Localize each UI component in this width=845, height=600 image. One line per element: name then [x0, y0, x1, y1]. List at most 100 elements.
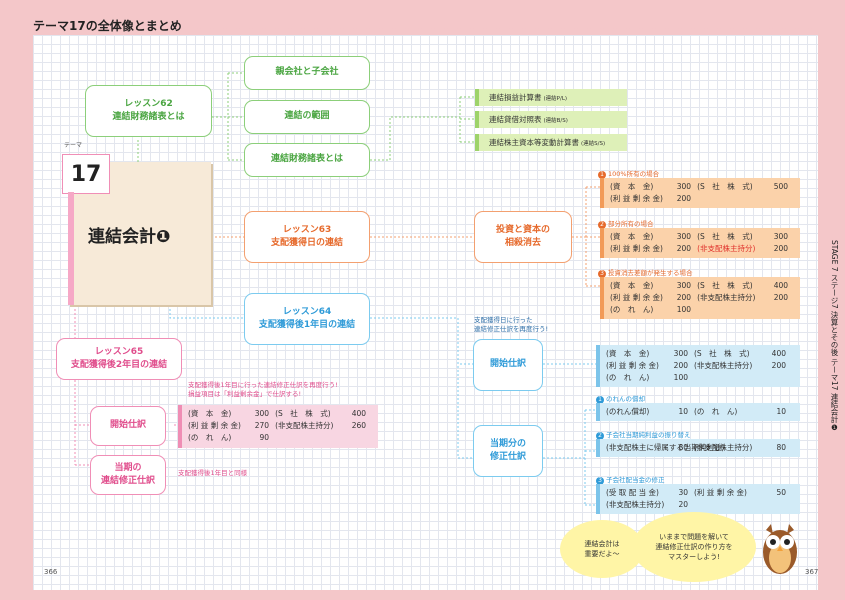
binder-hole — [444, 28, 448, 38]
entry-cell: 300 — [676, 232, 692, 241]
entry-cell: (利 益 剰 余 金) — [694, 488, 747, 497]
entry-row: (利 益 剰 余 金)200(非支配株主持分)200 — [610, 243, 794, 255]
entry-cell: (利 益 剰 余 金) — [610, 194, 663, 203]
binder-hole — [587, 28, 591, 38]
consolidation-scope-box[interactable]: 連結の範囲 — [244, 100, 370, 134]
entry-cell: (S 社 株 式) — [697, 232, 753, 241]
binder-hole — [600, 28, 604, 38]
entry-row: (利 益 剰 余 金)200(非支配株主持分)200 — [610, 292, 794, 304]
entry-cell: 50 — [776, 488, 786, 497]
binder-hole — [145, 28, 149, 38]
entry-cell: (非支配株主に帰属する当期純利益) — [606, 443, 725, 452]
entry-cell: 200 — [673, 361, 688, 370]
binder-hole — [509, 28, 513, 38]
binder-hole — [80, 28, 84, 38]
statement-bs: 連結貸借対照表(連結B/S) — [475, 111, 627, 128]
entry-cell: 100 — [676, 305, 692, 314]
entry-row: (の れ ん)90 — [188, 432, 372, 444]
entry-row: (資 本 金)300(S 社 株 式)400 — [606, 348, 794, 360]
entry-cell: (資 本 金) — [188, 409, 232, 418]
binder-hole — [548, 28, 552, 38]
blue-opening-entry-box[interactable]: 開始仕訳 — [473, 339, 543, 391]
entry-cell: (利 益 剰 余 金) — [610, 293, 663, 302]
blue-step-table: (のれん償却)10(の れ ん)10 — [596, 403, 800, 421]
entry-cell: 10 — [678, 407, 688, 416]
entry-cell: (の れ ん) — [610, 305, 654, 314]
entry-cell: (S 社 株 式) — [697, 281, 753, 290]
entry-row: (のれん償却)10(の れ ん)10 — [606, 406, 794, 418]
step-number-icon: 1 — [596, 396, 604, 404]
binder-hole — [535, 28, 539, 38]
entry-cell: 30 — [678, 488, 688, 497]
binder-hole — [327, 28, 331, 38]
binder-hole — [795, 28, 799, 38]
lesson-62-box[interactable]: レッスン62 連結財務諸表とは — [85, 85, 212, 137]
consolidated-statements-box[interactable]: 連結財務諸表とは — [244, 143, 370, 177]
entry-row: (非支配株主に帰属する当期純利益)80(非支配株主持分)80 — [606, 442, 794, 454]
entry-cell: (利 益 剰 余 金) — [606, 361, 659, 370]
orange-entry-table: (資 本 金)300(S 社 株 式)500(利 益 剰 余 金) 200 — [600, 178, 800, 208]
binder-hole — [340, 28, 344, 38]
entry-cell — [766, 304, 794, 316]
entry-cell: 200 — [676, 194, 692, 203]
card-strip — [68, 192, 74, 305]
lesson-63-box[interactable]: レッスン63 支配獲得日の連結 — [244, 211, 370, 263]
entry-row: (の れ ん) 100 — [610, 304, 794, 316]
lesson-64-box[interactable]: レッスン64 支配獲得後1年目の連結 — [244, 293, 370, 345]
entry-cell: (S 社 株 式) — [694, 349, 750, 358]
binder-hole — [496, 28, 500, 38]
speech-bubble-right: いままで問題を解いて 連結修正仕訳の作り方を マスターしよう! — [632, 512, 756, 582]
entry-cell: (非支配株主持分) — [697, 244, 756, 253]
entry-cell: 270 — [254, 421, 270, 430]
entry-cell: 300 — [773, 232, 789, 241]
pink-entry-table: (資 本 金)300(S 社 株 式)400(利 益 剰 余 金)270(非支配… — [178, 405, 378, 448]
lesson-65-box[interactable]: レッスン65 支配獲得後2年目の連結 — [56, 338, 182, 380]
entry-cell: 200 — [676, 293, 692, 302]
binder-hole — [717, 28, 721, 38]
entry-cell — [694, 499, 764, 511]
binder-hole — [678, 28, 682, 38]
offset-elimination-box[interactable]: 投資と資本の 相殺消去 — [474, 211, 572, 263]
binder-hole — [262, 28, 266, 38]
entry-cell: 80 — [776, 443, 786, 452]
entry-row: (資 本 金)300(S 社 株 式)500 — [610, 181, 794, 193]
parent-subsidiary-box[interactable]: 親会社と子会社 — [244, 56, 370, 90]
binder-hole — [405, 28, 409, 38]
binder-hole — [236, 28, 240, 38]
binder-hole — [353, 28, 357, 38]
entry-row: (利 益 剰 余 金)270(非支配株主持分)260 — [188, 420, 372, 432]
entry-cell: (利 益 剰 余 金) — [188, 421, 241, 430]
pink-current-entry-box[interactable]: 当期の 連結修正仕訳 — [90, 455, 166, 495]
step-number-icon: 3 — [596, 477, 604, 485]
entry-row: (の れ ん)100 — [606, 372, 794, 384]
entry-cell: (受 取 配 当 金) — [606, 488, 659, 497]
binder-hole — [210, 28, 214, 38]
case-number-icon: 1 — [598, 171, 606, 179]
entry-cell: 300 — [676, 182, 692, 191]
binder-hole — [639, 28, 643, 38]
binder-hole — [626, 28, 630, 38]
binder-hole — [41, 28, 45, 38]
entry-cell: 10 — [776, 407, 786, 416]
binder-hole — [132, 28, 136, 38]
statement-ss: 連結株主資本等変動計算書(連結S/S) — [475, 134, 627, 151]
pink-opening-entry-box[interactable]: 開始仕訳 — [90, 406, 166, 446]
binder-holes — [33, 28, 818, 38]
blue-current-entry-box[interactable]: 当期分の 修正仕訳 — [473, 425, 543, 477]
entry-cell: 200 — [773, 244, 789, 253]
binder-hole — [197, 28, 201, 38]
entry-row: (利 益 剰 余 金) 200 — [610, 193, 794, 205]
binder-hole — [418, 28, 422, 38]
entry-cell: (資 本 金) — [610, 232, 654, 241]
binder-hole — [457, 28, 461, 38]
binder-hole — [223, 28, 227, 38]
binder-hole — [470, 28, 474, 38]
entry-cell: 300 — [676, 281, 692, 290]
binder-hole — [288, 28, 292, 38]
entry-cell — [694, 372, 764, 384]
binder-hole — [93, 28, 97, 38]
entry-row: (資 本 金)300(S 社 株 式)400 — [188, 408, 372, 420]
